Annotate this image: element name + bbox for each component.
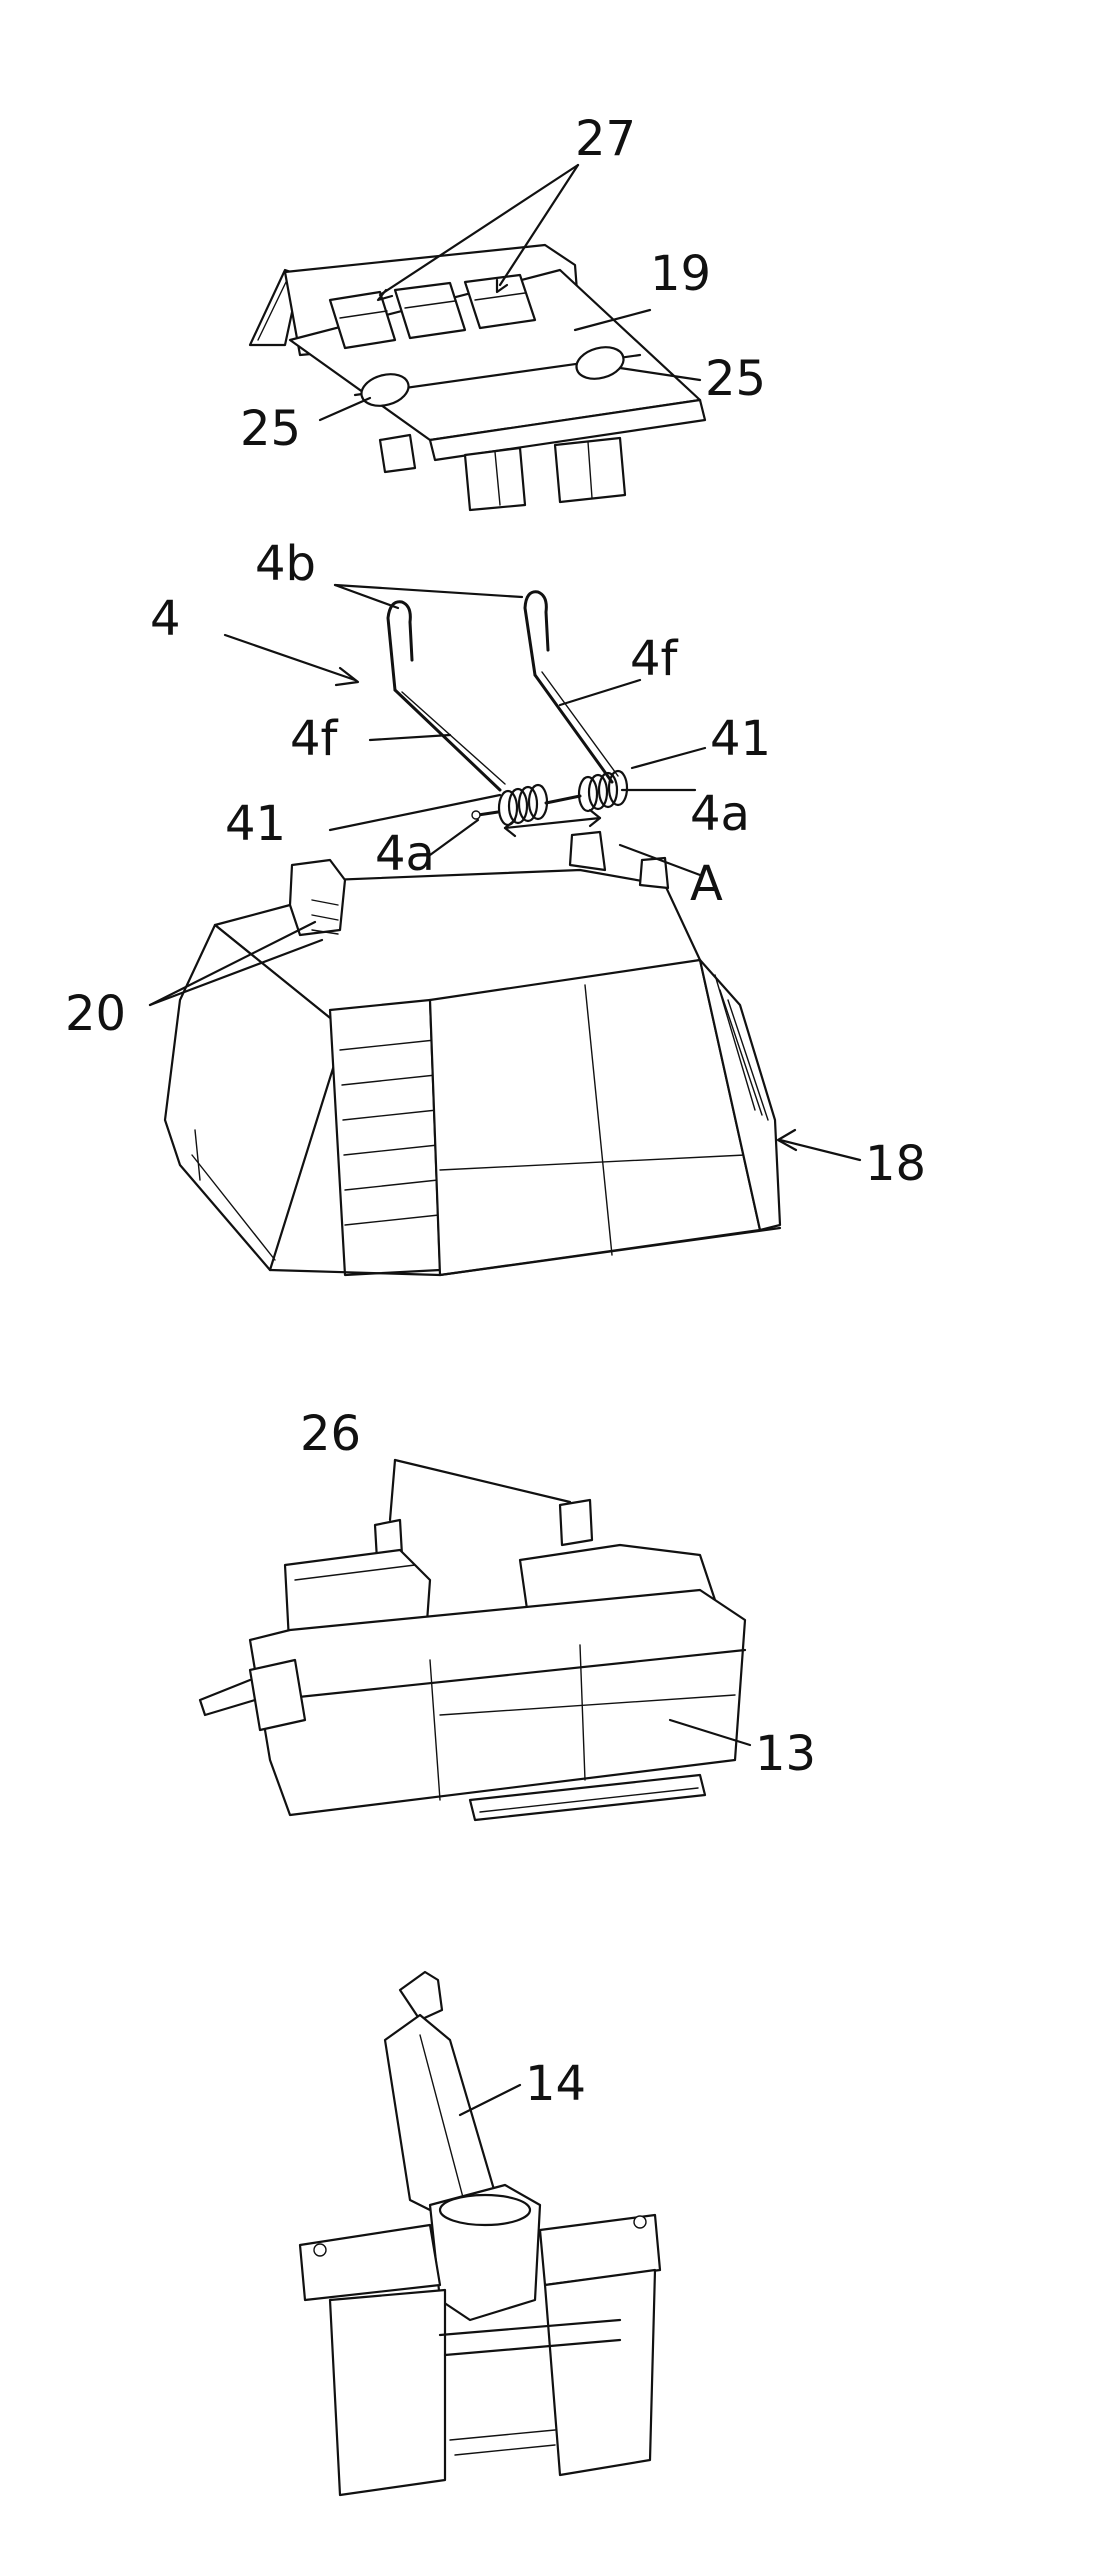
label-25-left: 25 xyxy=(240,401,301,457)
label-41-left: 41 xyxy=(225,796,286,852)
part-4-torsion-spring xyxy=(388,592,627,825)
label-4: 4 xyxy=(150,591,181,647)
label-27: 27 xyxy=(575,111,636,167)
label-13: 13 xyxy=(755,1726,816,1782)
part-13-holder xyxy=(200,1500,745,1820)
part-14-base xyxy=(300,1972,660,2495)
right-coil xyxy=(579,771,627,811)
part-19-lid xyxy=(250,245,705,510)
label-41-right: 41 xyxy=(710,711,771,767)
part-18-case xyxy=(165,832,780,1275)
label-14: 14 xyxy=(525,2056,586,2112)
label-4b: 4b xyxy=(255,536,316,592)
label-19: 19 xyxy=(650,246,711,302)
label-4f-left: 4f xyxy=(290,711,339,767)
label-4f-right: 4f xyxy=(630,631,679,687)
label-26: 26 xyxy=(300,1406,361,1462)
label-4a-right: 4a xyxy=(690,786,750,842)
left-coil xyxy=(499,785,547,825)
label-A: A xyxy=(690,856,723,912)
label-20: 20 xyxy=(65,986,126,1042)
label-4a-left: 4a xyxy=(375,826,435,882)
label-18: 18 xyxy=(865,1136,926,1192)
label-25-right: 25 xyxy=(705,351,766,407)
